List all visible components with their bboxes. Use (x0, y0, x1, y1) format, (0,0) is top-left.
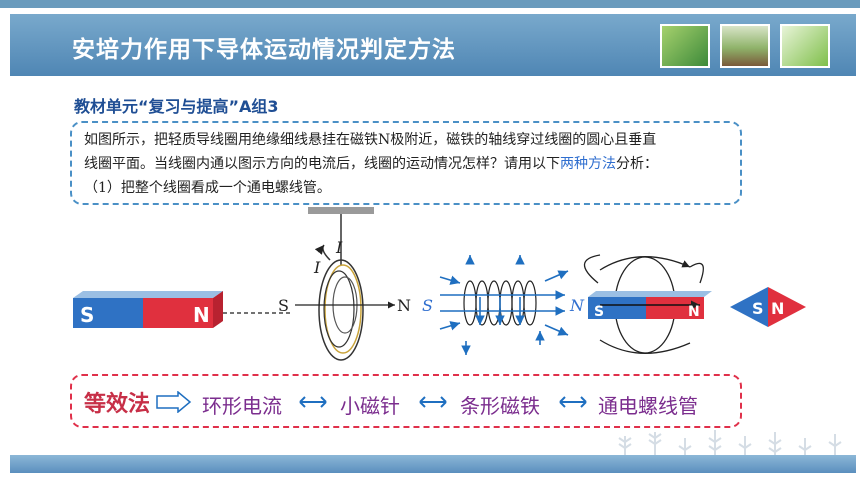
physics-diagram: S N I I S N (73, 207, 806, 361)
problem-line-3: （1）把整个线圈看成一个通电螺线管。 (84, 180, 331, 196)
equiv-ring-current: 环形电流 (202, 394, 282, 418)
right-arrow-icon (156, 391, 192, 413)
top-bar (0, 0, 860, 8)
leaf-thumbnail-image (780, 24, 830, 68)
plant-thumbnail-image (660, 24, 710, 68)
solenoid-n-label: N (569, 296, 585, 315)
section-subtitle: 教材单元“复习与提高”A组3 (74, 97, 279, 116)
inner-magnet-s: S (594, 304, 604, 320)
current-label-i: I (335, 238, 343, 257)
coil-n-label: N (397, 296, 411, 315)
slide-header: 安培力作用下导体运动情况判定方法 (10, 14, 856, 76)
needle-n-label: N (771, 299, 784, 318)
problem-line-2-text: 线圈平面。当线圈内通以图示方向的电流后，线圈的运动情况怎样？请用以下 (84, 156, 560, 172)
solenoid: S N (422, 255, 585, 355)
equiv-small-needle: 小磁针 (340, 394, 400, 418)
needle-s-label: S (752, 299, 764, 318)
bar-magnet: S N (73, 291, 223, 328)
equivalence-box: 等效法 环形电流 小磁针 条形磁铁 通电螺线管 (70, 374, 742, 428)
compass-needle: S N (730, 287, 806, 327)
equivalence-method-label: 等效法 (84, 391, 151, 417)
magnet-field-lines: S N (583, 254, 712, 354)
magnet-s-label: S (80, 303, 94, 327)
seedling-thumbnail-image (720, 24, 770, 68)
suspended-coil: I I S N (278, 207, 411, 361)
coil-s-label: S (278, 296, 289, 315)
current-label-i-2: I (313, 258, 321, 277)
double-arrow-icon (559, 396, 587, 408)
equiv-solenoid: 通电螺线管 (598, 394, 698, 418)
magnet-n-label: N (193, 303, 210, 327)
equiv-bar-magnet: 条形磁铁 (460, 394, 540, 418)
highlight-two-methods: 两种方法 (560, 156, 616, 172)
bottom-bar (10, 455, 856, 473)
slide-title: 安培力作用下导体运动情况判定方法 (72, 37, 456, 63)
problem-line-2-end: 分析： (616, 156, 658, 172)
double-arrow-icon (419, 396, 447, 408)
problem-line-2: 线圈平面。当线圈内通以图示方向的电流后，线圈的运动情况怎样？请用以下两种方法分析… (84, 153, 658, 173)
inner-magnet-n: N (688, 304, 700, 320)
problem-line-1: 如图所示，把轻质导线圈用绝缘细线悬挂在磁铁N极附近，磁铁的轴线穿过线圈的圆心且垂… (84, 132, 657, 148)
double-arrow-icon (299, 396, 327, 408)
solenoid-s-label: S (422, 296, 433, 315)
problem-box: 如图所示，把轻质导线圈用绝缘细线悬挂在磁铁N极附近，磁铁的轴线穿过线圈的圆心且垂… (70, 121, 742, 205)
